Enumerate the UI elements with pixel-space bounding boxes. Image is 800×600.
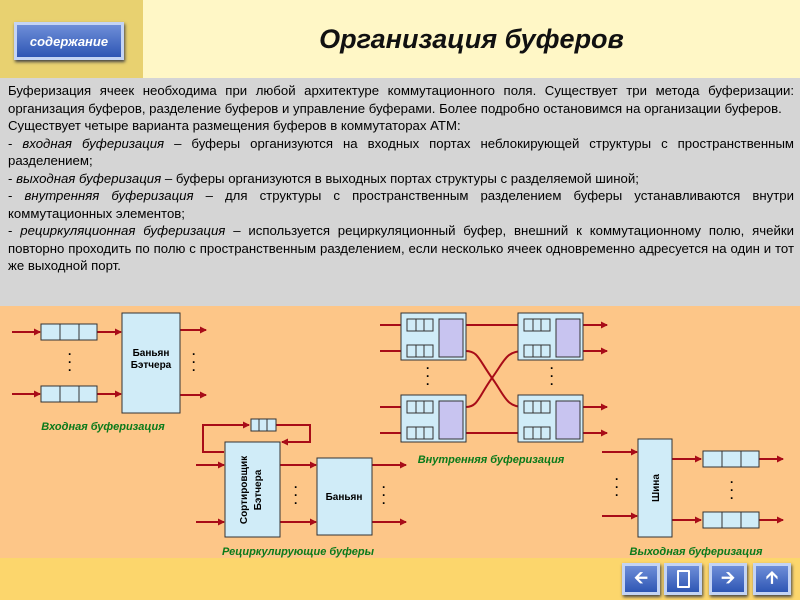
- output-buffering-caption: Выходная буферизация: [630, 546, 763, 558]
- ellipsis: ·: [730, 483, 734, 497]
- paragraph-variants: Существует четыре варианта размещения бу…: [8, 118, 461, 133]
- prev-button[interactable]: 🡨: [622, 563, 660, 595]
- ellipsis: ·: [550, 377, 554, 391]
- ellipsis: ·: [426, 369, 430, 383]
- ellipsis: ·: [426, 377, 430, 391]
- list-item-output: - выходная буферизация – буферы организу…: [8, 170, 639, 186]
- list-item-input: - входная буферизация – буферы организую…: [8, 135, 794, 169]
- bus-block: [637, 438, 673, 538]
- input-buffering-caption: Входная буферизация: [41, 421, 165, 433]
- ellipsis: ·: [426, 361, 430, 375]
- list-item-internal: - внутренняя буферизация – для структуры…: [8, 188, 795, 221]
- next-button[interactable]: 🡪: [709, 563, 747, 595]
- term: рециркуляционная буферизация: [20, 223, 226, 238]
- recirculation-buffer: [250, 418, 277, 432]
- batcher-label: Бэтчера: [253, 469, 264, 510]
- input-buffering-group: · · · Баньян Бэтчера · · · Входная буфер…: [40, 312, 196, 433]
- home-button[interactable]: [664, 563, 702, 595]
- ellipsis: ·: [382, 480, 386, 494]
- output-buffering-group: Шина · · · · · · Выходная буферизация: [615, 438, 763, 558]
- ellipsis: ·: [730, 475, 734, 489]
- bus-label: Шина: [651, 474, 662, 502]
- switch-element-top-right: [517, 312, 584, 361]
- page-title: Организация буферов: [319, 24, 624, 54]
- output-queue-bottom: [702, 511, 760, 529]
- ellipsis: ·: [615, 472, 619, 486]
- input-queue-top: [40, 323, 98, 341]
- banyan-batcher-block: [121, 312, 181, 414]
- internal-buffering-caption: Внутренняя буферизация: [418, 454, 565, 466]
- ellipsis: ·: [192, 355, 196, 369]
- home-icon: [676, 570, 690, 588]
- recirc-buffering-caption: Рециркулирующие буферы: [222, 546, 375, 558]
- ellipsis: ·: [730, 491, 734, 505]
- ellipsis: ·: [68, 363, 72, 377]
- term: входная буферизация: [22, 135, 165, 151]
- batcher-sorter-block: [224, 441, 281, 538]
- text-block: Буферизация ячеек необходима при любой а…: [0, 78, 800, 306]
- ellipsis: ·: [615, 488, 619, 502]
- arrow-right-icon: 🡪: [721, 567, 735, 587]
- term: внутренняя буферизация: [24, 188, 194, 203]
- banyan-block: [316, 457, 373, 536]
- switch-element-top-left: [400, 312, 467, 361]
- switch-element-bottom-right: [517, 394, 584, 443]
- up-button[interactable]: 🡩: [753, 563, 791, 595]
- arrow-left-icon: 🡨: [634, 567, 648, 587]
- ellipsis: ·: [382, 496, 386, 510]
- ellipsis: ·: [294, 488, 298, 502]
- ellipsis: ·: [68, 355, 72, 369]
- output-queue-top: [702, 450, 760, 468]
- ellipsis: ·: [68, 347, 72, 361]
- ellipsis: ·: [615, 480, 619, 494]
- sorter-label: Сортировщик: [239, 455, 250, 524]
- term: выходная буферизация: [16, 170, 162, 186]
- list-item-recirc: - рециркуляционная буферизация – использ…: [8, 223, 794, 273]
- ellipsis: ·: [382, 488, 386, 502]
- title-area: [143, 0, 800, 78]
- ellipsis: ·: [192, 363, 196, 377]
- ellipsis: ·: [550, 361, 554, 375]
- paragraph-intro: Буферизация ячеек необходима при любой а…: [8, 83, 794, 116]
- banyan-label: Баньян: [326, 492, 363, 503]
- recirculating-buffering-group: Сортировщик Бэтчера Баньян · · · · · · Р…: [222, 418, 386, 558]
- batcher-label: Бэтчера: [131, 360, 172, 371]
- input-queue-bottom: [40, 385, 98, 403]
- ellipsis: ·: [294, 480, 298, 494]
- ellipsis: ·: [192, 347, 196, 361]
- arrow-up-icon: 🡩: [765, 567, 779, 587]
- ellipsis: ·: [550, 369, 554, 383]
- switch-element-bottom-left: [400, 394, 467, 443]
- internal-buffering-group: · · · · · · Внутренняя буферизация: [400, 312, 584, 466]
- banyan-label: Баньян: [133, 348, 170, 359]
- buffering-diagram: · · · Баньян Бэтчера · · · Входная буфер…: [12, 312, 784, 558]
- contents-button[interactable]: содержание: [14, 22, 124, 60]
- ellipsis: ·: [294, 496, 298, 510]
